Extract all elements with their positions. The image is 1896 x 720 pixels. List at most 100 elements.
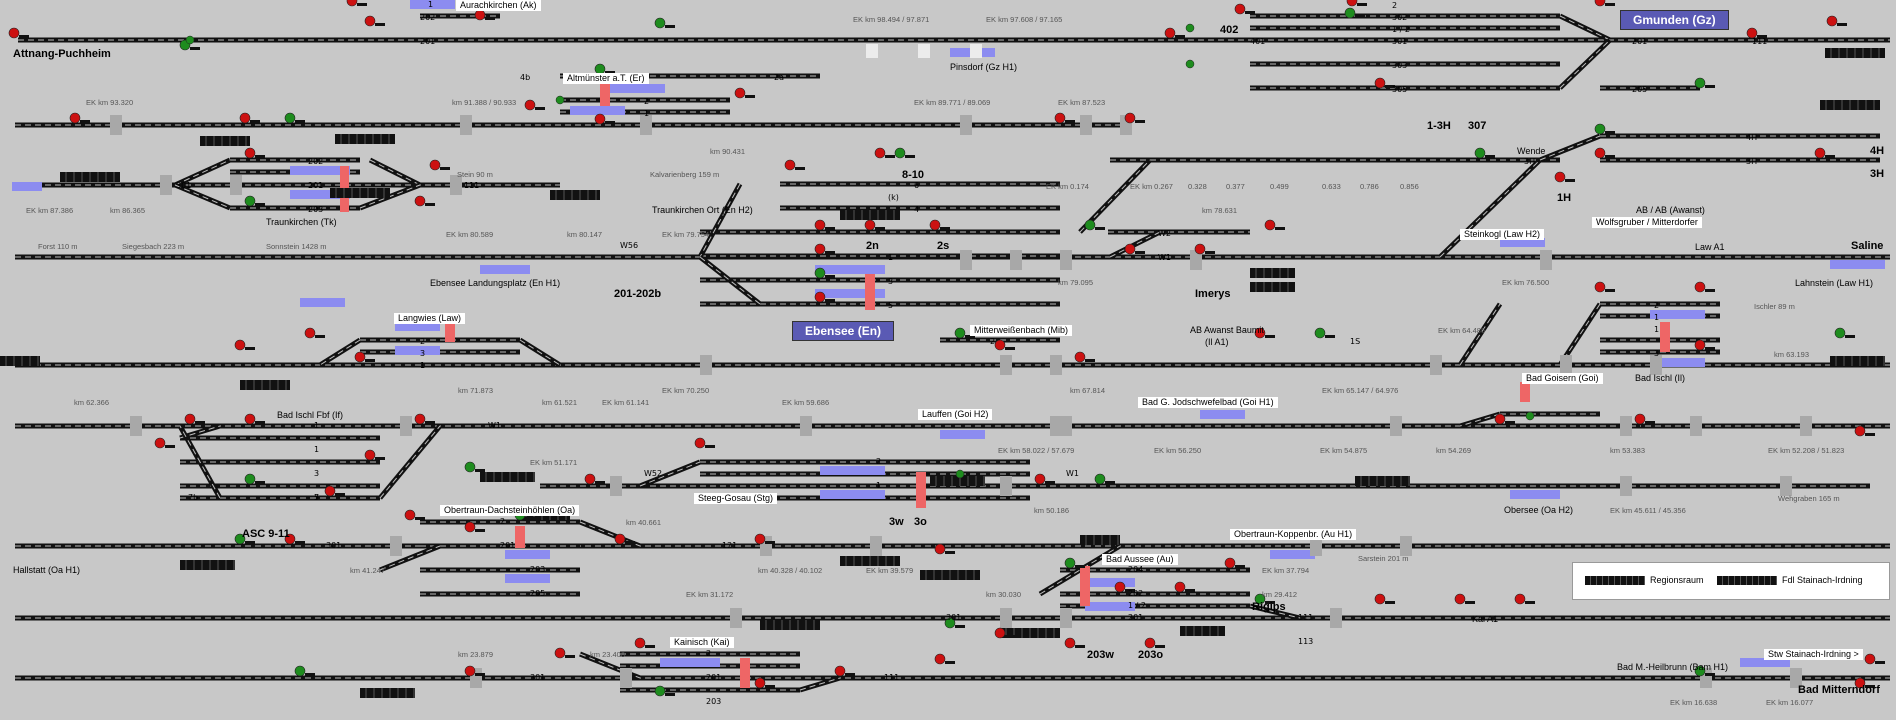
siding-2n[interactable]: 2n <box>866 240 879 252</box>
station-bad-mitterndorf[interactable]: Bad Mitterndorf <box>1798 684 1880 696</box>
track-number[interactable]: W2 <box>1158 229 1171 238</box>
track-number[interactable]: 4H <box>1746 133 1758 142</box>
label-steinkogl[interactable]: Steinkogl (Law H2) <box>1460 229 1545 240</box>
label-law-a1[interactable]: Law A1 <box>1695 242 1725 252</box>
siding-3h[interactable]: 3H <box>1870 168 1885 180</box>
station-attnang-puchheim[interactable]: Attnang-Puchheim <box>13 48 111 60</box>
track-number[interactable]: W1 <box>1158 253 1171 262</box>
station-ebensee[interactable]: Ebensee (En) <box>792 321 895 341</box>
track-number[interactable]: 202 <box>420 13 436 22</box>
label-hallstatt[interactable]: Hallstatt (Oa H1) <box>13 565 81 575</box>
track-number[interactable]: 1 / 2 <box>1392 25 1410 34</box>
track-number[interactable]: 2a <box>774 73 784 82</box>
track-number[interactable]: 1 / 2 <box>1128 601 1146 610</box>
label-aurachkirchen[interactable]: Aurachkirchen (Ak) <box>456 0 541 11</box>
siding-4h[interactable]: 4H <box>1870 145 1885 157</box>
siding-203w[interactable]: 203w <box>1087 649 1114 661</box>
label-ab-ab-awanst[interactable]: AB / AB (Awanst) <box>1636 205 1705 215</box>
track-number[interactable]: 201 <box>1128 613 1144 622</box>
siding-203o[interactable]: 203o <box>1138 649 1164 661</box>
siding-3o[interactable]: 3o <box>914 516 927 528</box>
track-number[interactable]: W1 <box>1066 469 1079 478</box>
track-number[interactable]: 204 <box>1128 565 1144 574</box>
label-jodschwefelbad[interactable]: Bad G. Jodschwefelbad (Goi H1) <box>1138 397 1278 408</box>
label-bad-aussee[interactable]: Bad Aussee (Au) <box>1102 554 1178 565</box>
track-number[interactable]: (k) <box>888 193 899 202</box>
siding-rigips[interactable]: Rigips <box>1252 601 1286 613</box>
label-kainisch[interactable]: Kainisch (Kai) <box>670 637 734 648</box>
track-number[interactable]: 1 <box>314 421 320 430</box>
label-il-a1[interactable]: (Il A1) <box>1205 337 1229 347</box>
label-bad-goisern[interactable]: Bad Goisern (Goi) <box>1522 373 1603 384</box>
track-number[interactable]: 203 <box>530 565 546 574</box>
label-bad-ischl-fbf[interactable]: Bad Ischl Fbf (If) <box>277 410 344 420</box>
track-number[interactable]: 1S <box>1350 337 1361 346</box>
track-number[interactable]: 301 <box>530 673 546 682</box>
label-obertraun-koppenbr[interactable]: Obertraun-Koppenbr. (Au H1) <box>1230 529 1357 540</box>
track-number[interactable]: 5 <box>314 493 320 502</box>
track-number[interactable]: 2 <box>1654 301 1660 310</box>
label-kai-a1[interactable]: Kai A1 <box>1472 614 1499 624</box>
track-number[interactable]: 301 <box>326 541 342 550</box>
label-langwies[interactable]: Langwies (Law) <box>394 313 466 324</box>
label-bad-m-heilbrunn[interactable]: Bad M.-Heilbrunn (Bam H1) <box>1617 662 1729 672</box>
siding-307[interactable]: 307 <box>1468 120 1487 132</box>
label-ebensee-landungsplatz[interactable]: Ebensee Landungsplatz (En H1) <box>430 278 561 288</box>
label-wende[interactable]: Wende <box>1517 146 1546 156</box>
track-number[interactable]: 2 <box>990 337 996 346</box>
track-number[interactable]: 113 <box>1298 637 1314 646</box>
track-number[interactable]: W52 <box>644 469 663 478</box>
track-number[interactable]: 4b <box>520 73 531 82</box>
siding-8-10[interactable]: 8-10 <box>902 169 925 181</box>
track-number[interactable]: 201 <box>308 181 324 190</box>
track-number[interactable]: W1 <box>488 421 501 430</box>
track-number[interactable]: 1 <box>644 109 650 118</box>
label-mitterweissenbach[interactable]: Mitterweißenbach (Mib) <box>970 325 1073 336</box>
track-number[interactable]: 2 <box>876 457 882 466</box>
label-traunkirchen-ort[interactable]: Traunkirchen Ort (En H2) <box>652 205 753 215</box>
label-obertraun-dachstein[interactable]: Obertraun-Dachsteinhöhlen (Oa) <box>440 505 580 516</box>
track-number[interactable]: 121 <box>722 541 738 550</box>
label-ab-awanst-baumit[interactable]: AB Awanst Baumit <box>1190 325 1264 335</box>
label-lahnstein[interactable]: Lahnstein (Law H1) <box>1795 278 1874 288</box>
label-lauffen[interactable]: Lauffen (Goi H2) <box>918 409 993 420</box>
track-number[interactable]: 401 <box>1250 37 1266 46</box>
siding-1h[interactable]: 1H <box>1557 192 1572 204</box>
station-gmunden[interactable]: Gmunden (Gz) <box>1620 10 1729 30</box>
track-number[interactable]: 2 <box>706 649 712 658</box>
track-number[interactable]: 111 <box>1752 37 1768 46</box>
siding-1-3h[interactable]: 1-3H <box>1427 120 1451 132</box>
track-number[interactable]: 201 <box>500 541 516 550</box>
label-wolfsgruber[interactable]: Wolfsgruber / Mitterdorfer <box>1592 217 1702 228</box>
track-number[interactable]: 3 <box>314 469 320 478</box>
track-number[interactable]: 4 <box>914 205 920 214</box>
siding-2s[interactable]: 2s <box>937 240 950 252</box>
track-number[interactable]: 205 <box>530 589 546 598</box>
track-number[interactable]: 1 <box>1654 325 1660 334</box>
track-number[interactable]: 201 <box>1632 37 1648 46</box>
track-number[interactable]: 201 <box>706 673 722 682</box>
track-number[interactable]: 205 <box>1632 85 1648 94</box>
track-number[interactable]: 202 <box>308 157 324 166</box>
track-number[interactable]: 5 <box>888 301 894 310</box>
siding-201-202b[interactable]: 201-202b <box>614 288 662 300</box>
label-stw-stainach[interactable]: Stw Stainach-Irdning > <box>1764 649 1863 660</box>
track-number[interactable]: 2 <box>1392 1 1398 10</box>
track-number[interactable]: 301 <box>1392 37 1408 46</box>
label-steeg-gosau[interactable]: Steeg-Gosau (Stg) <box>694 493 778 504</box>
track-number[interactable]: 111 <box>464 181 480 190</box>
track-number[interactable]: 1 <box>420 361 426 370</box>
label-pinsdorf[interactable]: Pinsdorf (Gz H1) <box>950 62 1018 72</box>
track-number[interactable]: 2 <box>644 97 650 106</box>
track-number[interactable]: 6 <box>914 181 920 190</box>
label-traunkirchen[interactable]: Traunkirchen (Tk) <box>266 217 337 227</box>
track-number[interactable]: 301 <box>176 181 192 190</box>
track-number[interactable]: 1 <box>314 445 320 454</box>
siding-imerys[interactable]: Imerys <box>1195 288 1231 300</box>
siding-asc[interactable]: ASC 9-11 <box>242 528 290 540</box>
track-number[interactable]: 203 <box>706 697 722 706</box>
siding-3w[interactable]: 3w <box>889 516 904 528</box>
track-number[interactable]: 1 <box>876 481 882 490</box>
track-number[interactable]: 3 <box>888 277 894 286</box>
